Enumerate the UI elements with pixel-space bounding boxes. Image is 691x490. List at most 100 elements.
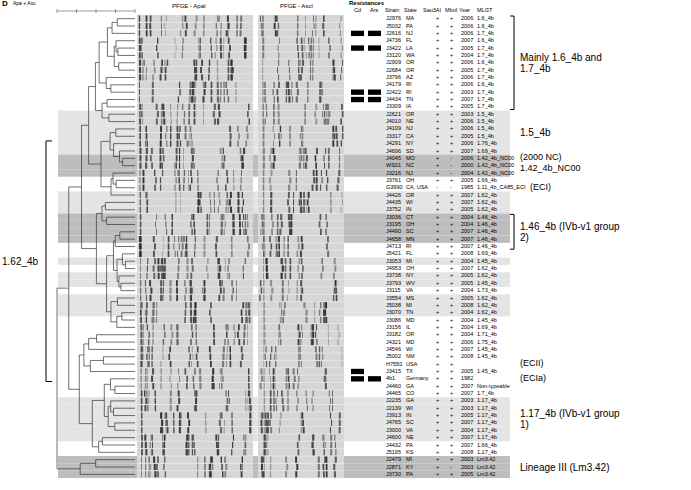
gel-band (340, 74, 341, 80)
gel-band (194, 67, 196, 73)
gel-band (142, 339, 144, 345)
gel-band (288, 67, 290, 73)
gel-band (312, 38, 314, 44)
gel-band (139, 140, 141, 146)
gel-band (295, 457, 297, 463)
gel-band (160, 265, 162, 271)
gel-band (269, 376, 271, 382)
gel-band (307, 82, 308, 88)
gel-band (228, 67, 230, 73)
gel-band (194, 30, 196, 36)
gel-band (263, 295, 264, 301)
gel-band (216, 45, 217, 51)
gel-band (188, 442, 189, 448)
lane-separator (137, 88, 253, 89)
gel-band (238, 324, 240, 330)
lane-separator (137, 66, 253, 67)
gel-band (311, 398, 312, 404)
gel-band (190, 221, 191, 227)
gel-band (152, 310, 154, 316)
gel-band (312, 332, 314, 338)
gel-band (226, 332, 228, 338)
gel-band (235, 96, 236, 102)
gel-band (320, 214, 322, 220)
gel-band (338, 170, 340, 176)
lane-separator (137, 323, 253, 324)
gel-band (176, 148, 177, 154)
gel-band (274, 96, 275, 102)
gel-band (293, 199, 294, 205)
gel-band (140, 310, 141, 316)
gel-band (236, 287, 238, 293)
gel-band (161, 111, 163, 117)
gel-band (300, 412, 302, 418)
gel-band (179, 126, 180, 132)
gel-band (202, 287, 204, 293)
gel-band (149, 280, 151, 286)
lane-separator (258, 81, 344, 82)
lane-separator (258, 59, 344, 60)
gel-band (229, 126, 230, 132)
gel-band (287, 405, 289, 411)
gel-band (301, 273, 303, 279)
gel-band (184, 170, 185, 176)
gel-band (312, 30, 314, 36)
gel-band (146, 126, 147, 132)
lane-separator (258, 147, 344, 148)
gel-band (209, 192, 211, 198)
gel-band (220, 30, 222, 36)
dendrogram-branch (109, 114, 135, 115)
gel-band (222, 412, 224, 418)
gel-band (274, 82, 275, 88)
gel-band (304, 148, 306, 154)
lane-separator (137, 110, 253, 111)
gel-band (222, 471, 223, 477)
lane-separator (137, 162, 253, 163)
dendrogram-branch (122, 312, 135, 313)
gel-band (312, 390, 313, 396)
gel-band (247, 221, 249, 227)
gel-band (218, 449, 219, 455)
lane-separator (258, 66, 344, 67)
gel-band (226, 390, 227, 396)
gel-band (215, 52, 216, 58)
gel-band (334, 434, 336, 440)
gel-band (277, 30, 278, 36)
lane-separator (258, 441, 344, 442)
dendrogram-branch (114, 143, 135, 144)
gel-band (278, 104, 280, 110)
gel-band (162, 67, 164, 73)
gel-band (144, 310, 146, 316)
gel-band (164, 412, 166, 418)
gel-band (238, 199, 240, 205)
gel-band (185, 302, 187, 308)
dendrogram-branch (107, 99, 135, 100)
gel-band (218, 442, 219, 448)
gel-band (314, 302, 316, 308)
gel-band (151, 148, 153, 154)
gel-band (221, 368, 222, 374)
gel-band (156, 45, 157, 51)
gel-band (311, 339, 312, 345)
gel-band (238, 192, 240, 198)
gel-band (288, 96, 290, 102)
gel-band (273, 376, 275, 382)
lane-separator (137, 147, 253, 148)
gel-band (341, 67, 342, 73)
gel-band (245, 229, 246, 235)
gel-band (168, 243, 170, 249)
gel-band (188, 427, 189, 433)
lane-separator (137, 456, 253, 457)
gel-band (222, 376, 223, 382)
gel-band (281, 317, 283, 323)
gel-band (146, 126, 148, 132)
gel-band (146, 16, 148, 22)
gel-band (160, 133, 162, 139)
gel-band (328, 52, 329, 58)
gel-band (210, 207, 212, 213)
gel-band (322, 434, 323, 440)
gel-band (273, 104, 274, 110)
gel-band (217, 185, 219, 191)
gel-band (312, 45, 314, 51)
gel-band (160, 148, 162, 154)
